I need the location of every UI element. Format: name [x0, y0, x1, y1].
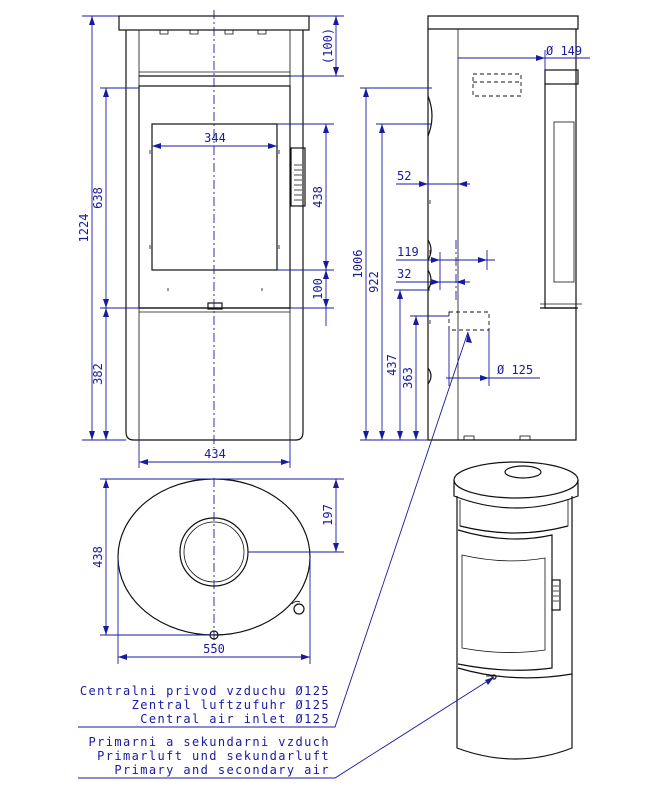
dim-550: 550 — [203, 642, 225, 656]
top-dimensions — [100, 478, 344, 664]
dim-363: 363 — [401, 367, 415, 389]
notes: Centralni privod vzduchu Ø125 Zentral lu… — [80, 684, 331, 777]
dim-922: 922 — [367, 271, 381, 293]
note-primary-en: Primary and secondary air — [114, 763, 330, 777]
leader-lines — [78, 331, 495, 779]
dim-197: 197 — [321, 504, 335, 526]
front-view — [118, 10, 310, 448]
dim-437: 437 — [385, 354, 399, 376]
top-view — [117, 478, 311, 646]
dim-1224: 1224 — [77, 214, 91, 243]
dim-32: 32 — [397, 267, 411, 281]
note-central-en: Central air inlet Ø125 — [140, 712, 330, 726]
note-central-de: Zentral luftzufuhr Ø125 — [132, 698, 330, 712]
dim-100-top: (100) — [321, 28, 335, 64]
side-view — [427, 15, 582, 441]
dim-52: 52 — [397, 169, 411, 183]
dim-125: Ø 125 — [497, 363, 533, 377]
dim-119: 119 — [397, 245, 419, 259]
front-dimensions — [82, 15, 344, 468]
dim-344: 344 — [204, 131, 226, 145]
dim-100: 100 — [311, 278, 325, 300]
dim-638: 638 — [91, 187, 105, 209]
note-primary-cz: Primarni a sekundarni vzduch — [89, 735, 331, 749]
dim-149: Ø 149 — [546, 44, 582, 58]
perspective-view — [453, 461, 579, 760]
side-dimensions — [360, 50, 590, 441]
dim-1006: 1006 — [351, 250, 365, 279]
dim-438-top: 438 — [91, 546, 105, 568]
note-primary-de: Primarluft und sekundarluft — [97, 749, 330, 763]
dim-434: 434 — [204, 447, 226, 461]
dim-438-front: 438 — [311, 186, 325, 208]
dimension-labels: 1224 638 382 (100) 438 100 344 434 Ø 149… — [77, 28, 582, 656]
dim-382: 382 — [91, 363, 105, 385]
note-central-cz: Centralni privod vzduchu Ø125 — [80, 684, 330, 698]
